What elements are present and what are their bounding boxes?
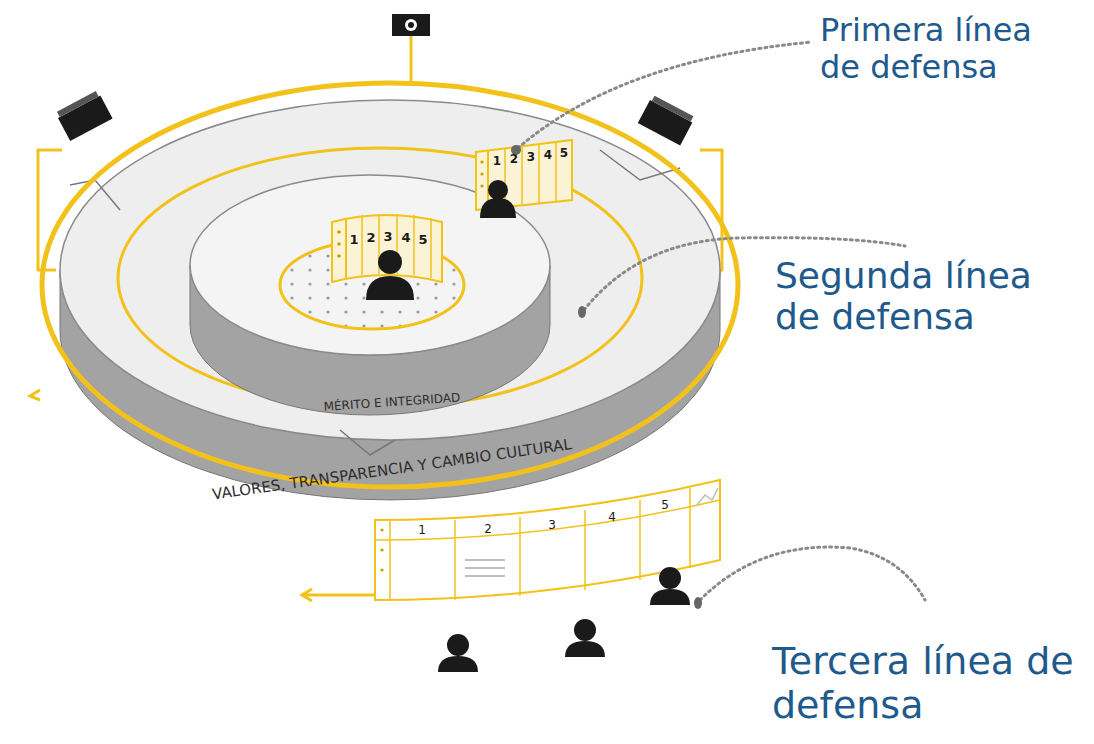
callout-label: Primera línea de defensa xyxy=(820,12,1082,86)
panel-number: 5 xyxy=(418,233,427,248)
panel-number: 4 xyxy=(401,231,410,246)
bottom-table xyxy=(302,480,720,672)
outer-disk xyxy=(60,100,720,500)
panel-number: 5 xyxy=(560,147,568,161)
table-number: 2 xyxy=(484,523,492,537)
panel-number: 1 xyxy=(349,233,358,248)
inner-disk xyxy=(190,175,550,415)
panel-number: 3 xyxy=(383,230,392,245)
yellow-ring xyxy=(42,83,738,487)
callout-label: Segunda línea de defensa xyxy=(775,255,1075,338)
callout-label: Tercera línea de defensa xyxy=(772,640,1084,727)
right-panel xyxy=(476,140,572,218)
table-number: 1 xyxy=(418,524,426,538)
panel-number: 4 xyxy=(544,149,552,163)
panel-number: 1 xyxy=(493,155,501,169)
center-panel xyxy=(332,214,442,300)
table-number: 4 xyxy=(608,511,616,525)
panel-number: 3 xyxy=(527,151,535,165)
table-number: 3 xyxy=(548,519,556,533)
table-number: 5 xyxy=(661,499,669,513)
panel-number: 2 xyxy=(366,231,375,246)
panel-number: 2 xyxy=(510,153,518,167)
